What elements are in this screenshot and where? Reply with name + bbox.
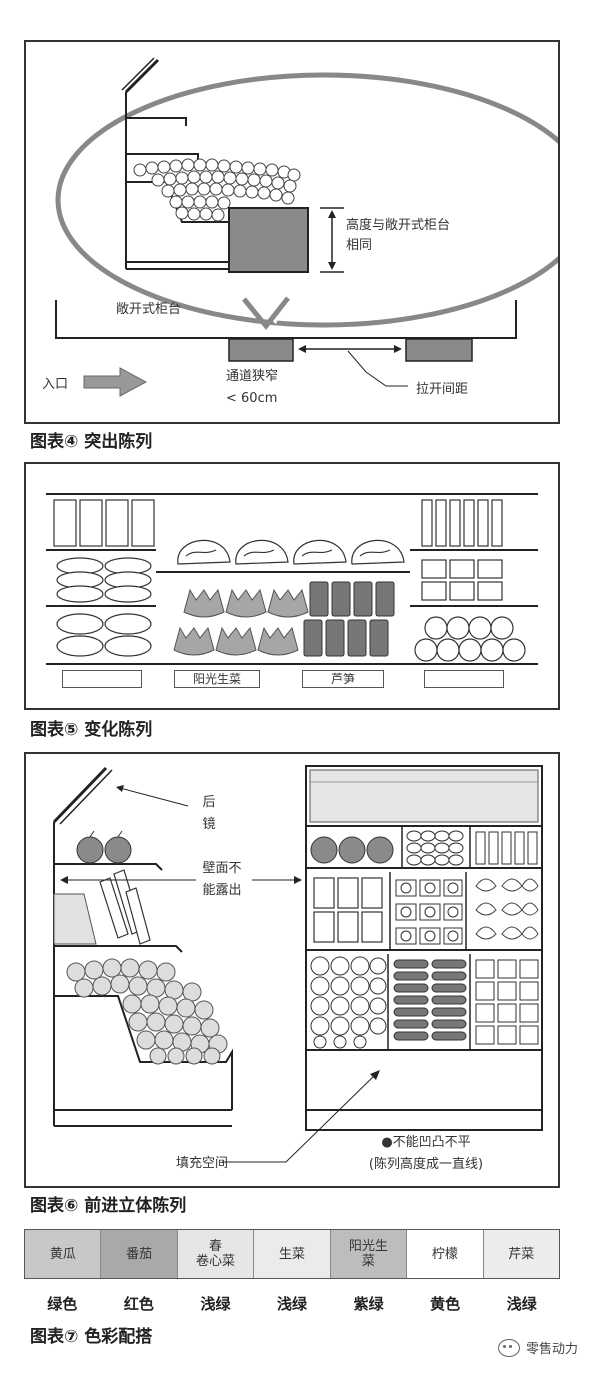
color-name: 紫绿 <box>353 1295 384 1313</box>
protruding-box <box>228 207 309 273</box>
figure-6-drawing <box>52 765 543 1163</box>
entrance-arrow <box>83 367 148 397</box>
open-counter-label: 敞开式柜台 <box>116 302 182 317</box>
watermark-text: 零售动力 <box>525 1342 578 1357</box>
color-name: 浅绿 <box>506 1295 537 1313</box>
narrow-aisle-label: 通道狭窄 < 60cm <box>226 369 279 406</box>
sign-blank-right <box>424 670 504 688</box>
callout-bubble <box>55 72 558 328</box>
watermark: 零售动力 <box>497 1338 578 1357</box>
color-cell: 黄瓜 <box>25 1230 102 1278</box>
entrance-label: 入口 <box>42 377 69 392</box>
color-cell: 芹菜 <box>483 1230 559 1278</box>
sign-blank-left <box>62 670 142 688</box>
height-note-6: ●不能凹凸不平 (陈列高度成一直线) <box>368 1135 484 1172</box>
color-cell: 番茄 <box>101 1230 178 1278</box>
color-matching-row: 黄瓜 番茄 春卷心菜 生菜 阳光生菜 柠檬 芹菜 <box>24 1229 560 1279</box>
mirror-panel <box>309 769 539 823</box>
sign-asparagus: 芦笋 <box>302 670 384 688</box>
color-name: 浅绿 <box>277 1295 308 1313</box>
figure-5-panel: 阳光生菜 芦笋 <box>24 462 560 710</box>
figure-7-caption: 图表⑦ 色彩配搭 <box>30 1327 153 1347</box>
mirror-label: 后 镜 <box>202 795 216 832</box>
figure-6-panel: 后 镜 壁面不 能露出 填充空间 ●不能凹凸不平 (陈列高度成一直线) <box>24 752 560 1188</box>
figure-5-caption: 图表⑤ 变化陈列 <box>30 720 153 740</box>
color-cell: 阳光生菜 <box>330 1230 408 1278</box>
fill-space-label: 填充空间 <box>176 1156 229 1171</box>
color-cell: 春卷心菜 <box>177 1230 255 1278</box>
figure-4-caption: 图表④ 突出陈列 <box>30 432 153 452</box>
color-name: 绿色 <box>47 1295 78 1313</box>
sign-lettuce: 阳光生菜 <box>174 670 260 688</box>
figure-4-panel: 高度与敞开式柜台 相同 敞开式柜台 入口 通道狭窄 < 60cm 拉开间距 <box>24 40 560 424</box>
widen-spacing-label: 拉开间距 <box>416 382 469 397</box>
figure-6-caption: 图表⑥ 前进立体陈列 <box>30 1196 187 1216</box>
color-cell: 柠檬 <box>407 1230 484 1278</box>
height-note: 高度与敞开式柜台 相同 <box>346 218 451 253</box>
color-name: 红色 <box>123 1295 154 1313</box>
figure-4-drawing <box>55 57 558 397</box>
color-name: 黄色 <box>430 1295 461 1313</box>
figure-5-drawing <box>46 493 538 665</box>
wall-label: 壁面不 能露出 <box>202 861 242 898</box>
open-counter <box>55 300 517 339</box>
color-name-row: 绿色 红色 浅绿 浅绿 紫绿 黄色 浅绿 <box>24 1293 560 1314</box>
produce-mound <box>133 158 301 222</box>
color-name: 浅绿 <box>200 1295 231 1313</box>
color-cell: 生菜 <box>254 1230 331 1278</box>
wechat-icon <box>497 1338 520 1357</box>
